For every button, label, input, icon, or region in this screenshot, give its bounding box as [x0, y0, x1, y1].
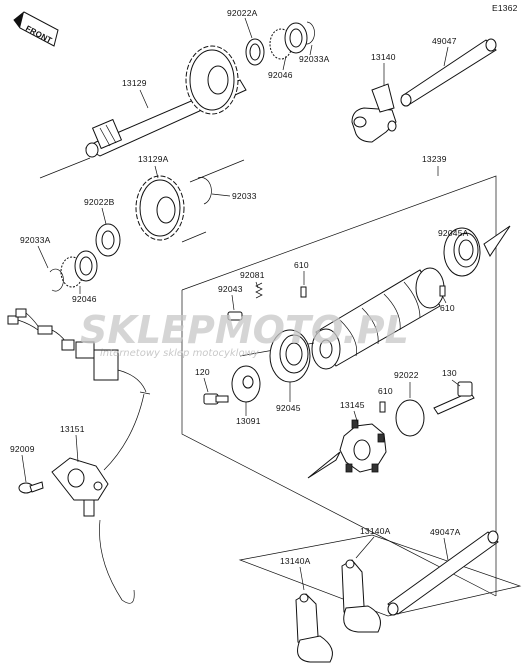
label-92045: 92045	[276, 403, 301, 413]
shift-fork-13140	[351, 83, 397, 143]
needle-bearing-92046-left	[60, 250, 98, 288]
label-13140: 13140	[371, 52, 396, 62]
forks-frame	[238, 534, 522, 617]
svg-text:SKLEPMOTO.PL: SKLEPMOTO.PL	[80, 308, 409, 352]
gear-13129A	[135, 175, 185, 241]
label-92033A-top: 92033A	[299, 54, 330, 64]
pin-610-mid	[379, 401, 386, 413]
label-13091: 13091	[236, 416, 261, 426]
circlip-92033A-left	[49, 268, 64, 292]
shift-fork-13140A-right	[341, 559, 381, 633]
fork-rod-49047	[400, 38, 497, 107]
label-92022: 92022	[394, 370, 419, 380]
screw-92009	[18, 481, 44, 494]
watermark-brand-a: SKLEPMOTO	[80, 308, 342, 352]
label-610-right: 610	[440, 303, 455, 313]
shift-fork-13140A-left	[295, 593, 333, 663]
shift-drum-13239	[311, 267, 445, 370]
diagram-id: E1362	[492, 3, 518, 13]
label-13151: 13151	[60, 424, 85, 434]
label-49047A: 49047A	[430, 527, 461, 537]
drum-assembly-frame-right	[181, 175, 497, 596]
label-92009: 92009	[10, 444, 35, 454]
label-92022B: 92022B	[84, 197, 115, 207]
label-13145: 13145	[340, 400, 365, 410]
label-130: 130	[442, 368, 457, 378]
watermark-brand-c: .PL	[342, 308, 409, 352]
label-13140A-left: 13140A	[280, 556, 311, 566]
label-13129: 13129	[122, 78, 147, 88]
label-610-mid: 610	[378, 386, 393, 396]
bolt-130	[433, 381, 475, 415]
label-92046-top: 92046	[268, 70, 293, 80]
label-92043: 92043	[218, 284, 243, 294]
label-92033A-left: 92033A	[20, 235, 51, 245]
circlip-92033	[197, 177, 212, 205]
pin-610-right	[439, 285, 446, 297]
bolt-120	[203, 393, 229, 405]
neutral-switch-wiring	[7, 308, 151, 604]
pin-92043	[227, 311, 243, 321]
gear-large-top	[185, 45, 239, 115]
neutral-switch-13151	[51, 457, 109, 517]
label-92081: 92081	[240, 270, 265, 280]
label-610-top: 610	[294, 260, 309, 270]
label-120: 120	[195, 367, 210, 377]
label-13129A: 13129A	[138, 154, 169, 164]
watermark: SKLEPMOTO.PL internetowy sklep motocyklo…	[80, 308, 409, 359]
label-13140A-right: 13140A	[360, 526, 391, 536]
circlip-92033A-top	[305, 21, 315, 45]
shift-drum-pin-plate-13145	[339, 419, 387, 473]
label-92033: 92033	[232, 191, 257, 201]
bearing-92045A	[443, 227, 481, 277]
needle-bearing-92046-top	[269, 22, 308, 60]
watermark-tagline: internetowy sklep motocyklowy	[100, 348, 260, 359]
fork-rod-49047A	[387, 530, 499, 616]
label-92045A: 92045A	[438, 228, 469, 238]
label-13239: 13239	[422, 154, 447, 164]
washer-92022	[395, 399, 425, 437]
drum-cam-13091	[231, 365, 261, 403]
label-92046-left: 92046	[72, 294, 97, 304]
pin-610-top	[300, 286, 307, 298]
label-49047: 49047	[432, 36, 457, 46]
label-92022A: 92022A	[227, 8, 258, 18]
front-arrow-icon	[13, 11, 59, 47]
